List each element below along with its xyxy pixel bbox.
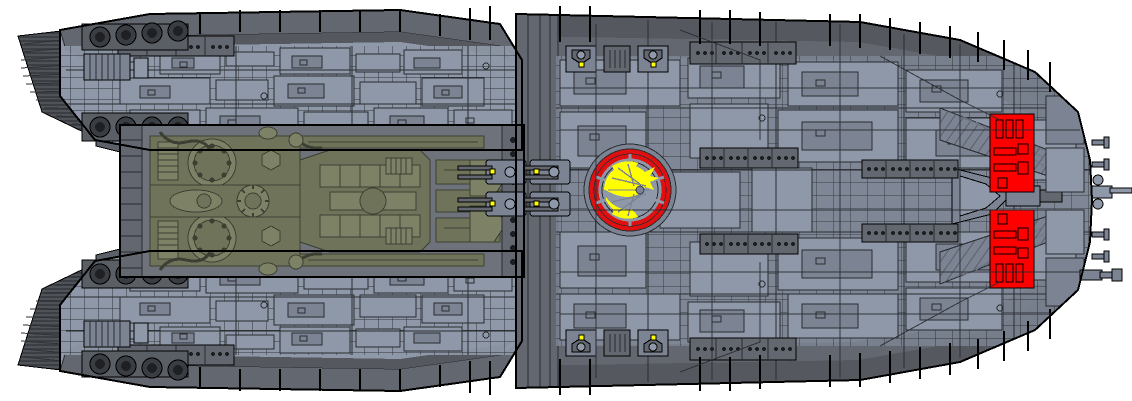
antenna-masts-ventral (469, 309, 1051, 395)
flak-battery-dorsal-1 (565, 45, 597, 73)
pod-rib-detail-starboard (83, 320, 149, 348)
hull-port-dots-dorsal (689, 41, 797, 65)
forward-plate-column (1045, 95, 1085, 307)
flak-battery-ventral-2 (603, 329, 631, 357)
hull-port-dots-mid-upper (699, 147, 799, 169)
gun-turret-3 (523, 159, 571, 185)
antenna-masts-pod-ventral (199, 365, 441, 391)
flak-battery-ventral-1 (565, 329, 597, 357)
turret-barrel-tip (533, 168, 540, 175)
hull-port-dots-mid-lower (699, 233, 799, 255)
turret-barrel-tip (489, 168, 496, 175)
hull-seams (560, 22, 1080, 380)
engine-nozzles-starboard-lower (81, 350, 189, 381)
hull-port-dots-fwd-upper (861, 159, 959, 179)
flak-battery-dorsal-2 (603, 45, 631, 73)
turret-barrel-tip (489, 200, 496, 207)
antenna-masts-dorsal (469, 6, 1051, 92)
flak-battery-ventral-3 (637, 329, 669, 357)
flak-battery-dorsal-3 (637, 45, 669, 73)
red-hull-marking-port (989, 113, 1035, 193)
engine-nozzles-port-upper (81, 20, 189, 51)
phoenix-emblem (583, 143, 677, 237)
red-hull-marking-starboard (989, 209, 1035, 289)
bow-sensor-booms (1079, 136, 1132, 282)
antenna-masts-pod-dorsal (199, 10, 441, 36)
hull-port-dots-fwd-lower (861, 223, 959, 243)
hull-port-dots-ventral (689, 337, 797, 361)
pod-rib-detail-port (83, 53, 149, 81)
gun-turret-4 (523, 191, 571, 217)
silhouette-outline (59, 8, 1094, 393)
bay-frame-ribs (120, 125, 143, 277)
turret-barrel-tip (533, 200, 540, 207)
